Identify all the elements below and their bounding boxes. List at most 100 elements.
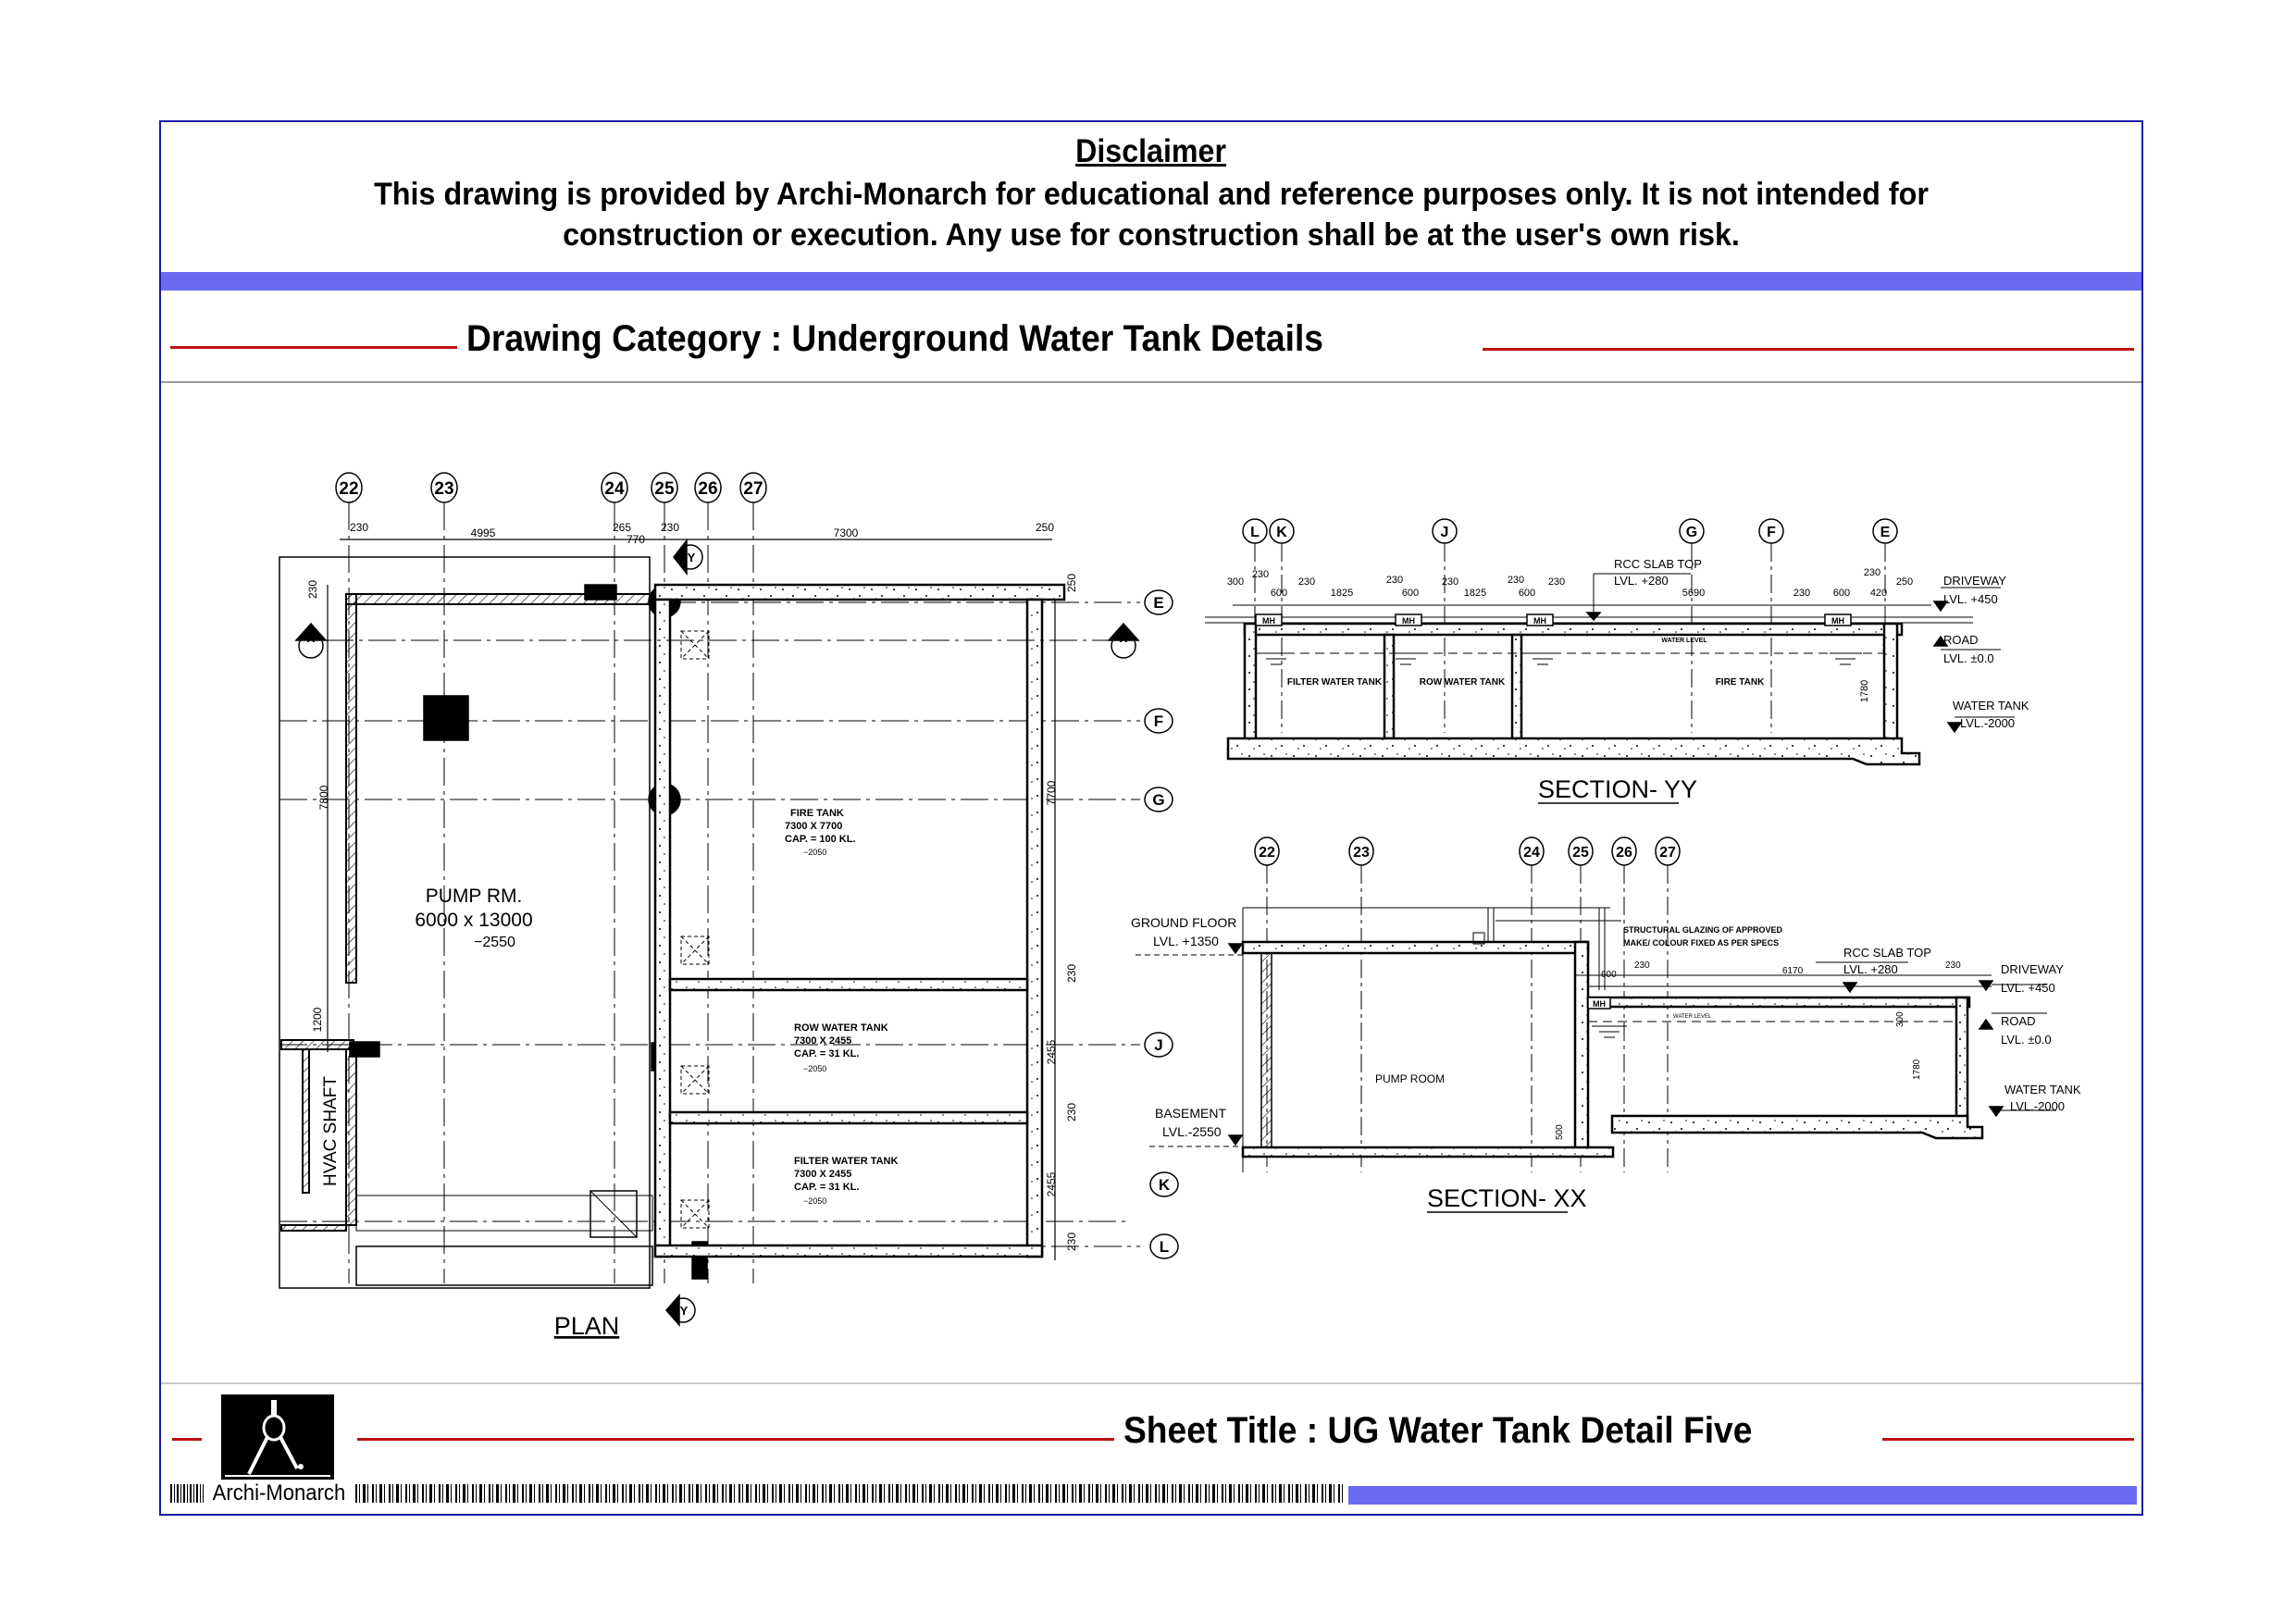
hvac-top-wall <box>280 1039 354 1050</box>
section-yy-dim: 1825 <box>1331 588 1353 599</box>
pump-room-size: 6000 x 13000 <box>415 910 532 931</box>
plan-grid-label: 25 <box>654 479 675 499</box>
road-label: ROAD <box>2001 1014 2036 1028</box>
plan-row-label: K <box>1159 1176 1171 1194</box>
plan-dim: 7700 <box>1045 780 1058 805</box>
column <box>584 584 617 601</box>
section-marker-y-bottom <box>665 1294 696 1327</box>
grid-bubble-L <box>1149 1233 1179 1259</box>
section-xx-grid-label: 26 <box>1616 845 1632 861</box>
disclaimer-text: This drawing is provided by Archi-Monarc… <box>374 177 1929 253</box>
section-yy-dim: 250 <box>1896 576 1913 588</box>
basement-label: BASEMENT <box>1155 1106 1226 1121</box>
grid-bubble-E <box>1144 589 1173 615</box>
grid-bubble-J <box>1144 1032 1173 1058</box>
section-xx-grid-label: 25 <box>1572 845 1589 861</box>
footer-rule-mid <box>357 1438 1114 1441</box>
section-yy-tank-label: FILTER WATER TANK <box>1287 677 1383 688</box>
section-xx-dim: 230 <box>1634 960 1650 971</box>
hvac-right-wall <box>345 1048 357 1226</box>
section-yy-dim: 420 <box>1870 588 1887 599</box>
footer-rule-left <box>172 1438 202 1441</box>
plan-dim: 7300 <box>834 527 859 539</box>
plan-outline <box>279 556 651 1289</box>
filter-tank-name: FILTER WATER TANK <box>794 1156 898 1167</box>
driveway-label: DRIVEWAY <box>2001 962 2064 976</box>
barcode-strip <box>170 1484 204 1503</box>
header-divider <box>161 381 2141 383</box>
footer-divider <box>161 1382 2141 1384</box>
plan-grid-label: 27 <box>743 479 763 499</box>
drawing-sheet: Disclaimer This drawing is provided by A… <box>159 120 2143 1516</box>
section-xx-tank-base <box>1610 1114 1984 1140</box>
plan-grid-label: 26 <box>698 479 717 499</box>
basement-level: LVL.-2550 <box>1162 1124 1222 1139</box>
driveway-label: DRIVEWAY <box>1943 574 2006 588</box>
plan-dim: 230 <box>1065 1103 1078 1121</box>
column <box>423 695 469 741</box>
water-level-label: WATER LEVEL <box>1661 638 1707 644</box>
plan-dim: 250 <box>1065 574 1078 592</box>
cad-drawing: 22 23 24 25 26 27 <box>279 472 2081 1340</box>
water-symbols <box>1592 1025 1627 1038</box>
tank-divider-wall <box>668 1110 1029 1125</box>
basement-slab <box>1241 1146 1615 1158</box>
section-yy: L K J G F E 300 230 600 230 1825 230 600… <box>1205 518 2029 804</box>
grid-bubble-24 <box>601 472 628 1283</box>
section-xx-grid-label: 27 <box>1659 845 1676 861</box>
plan-row-label: L <box>1160 1238 1169 1256</box>
category-rule-left <box>170 346 457 349</box>
section-yy-dim: 1780 <box>1859 680 1870 702</box>
grid-bubble-F <box>1144 708 1173 734</box>
plan-grid-label: 22 <box>339 479 358 499</box>
section-yy-grid-label: L <box>1250 525 1260 540</box>
section-yy-tank-label: ROW WATER TANK <box>1420 677 1506 688</box>
water-level-label: WATER LEVEL <box>1673 1014 1712 1020</box>
section-xx-dim: 230 <box>1945 960 1961 971</box>
plan-grid-rows <box>279 589 1179 1259</box>
filter-tank-size: 7300 X 2455 <box>794 1169 851 1180</box>
road-level: LVL. ±0.0 <box>1943 651 1994 665</box>
section-marker-x-left <box>294 622 328 659</box>
plan-dim: 265 <box>613 521 631 534</box>
section-marker-x-right <box>1107 622 1140 659</box>
road-level: LVL. ±0.0 <box>2001 1033 2052 1047</box>
plan-dim: 2455 <box>1045 1039 1058 1064</box>
barcode-strip <box>355 1484 1346 1503</box>
manhole-label: MH <box>1593 999 1606 1009</box>
plan-dim: 4995 <box>471 527 496 539</box>
section-xx-title: SECTION- XX <box>1427 1184 1587 1212</box>
section-xx-tank-wall <box>1955 996 1969 1129</box>
section-yy-dim: 230 <box>1386 575 1403 586</box>
manholes <box>680 630 710 1229</box>
manhole-label: MH <box>1402 616 1415 626</box>
section-yy-dim: 230 <box>1298 576 1315 588</box>
section-xx-grid-label: 24 <box>1523 845 1540 861</box>
plan-row-label: J <box>1154 1036 1162 1054</box>
duct-run <box>355 1195 653 1232</box>
hvac-inner-wall <box>302 1048 310 1194</box>
manhole-label: MH <box>1831 616 1844 626</box>
stair-treads <box>355 1245 653 1286</box>
section-yy-wall <box>1383 633 1396 740</box>
disclaimer-title: Disclaimer <box>1075 133 1227 169</box>
grid-bubble-G <box>1144 787 1173 812</box>
section-yy-wall <box>1243 622 1258 755</box>
pump-room-left-wall <box>345 593 357 984</box>
section-yy-level-callouts <box>1585 573 2015 734</box>
grid-bubble-27 <box>739 472 767 1283</box>
section-xx-dim: 1780 <box>1912 1059 1922 1080</box>
pump-room-section-label: PUMP ROOM <box>1375 1072 1445 1085</box>
ground-floor-slab <box>1241 940 1590 955</box>
manhole-label: MH <box>1533 616 1546 626</box>
sheet-title: Sheet Title : UG Water Tank Detail Five <box>1123 1410 1753 1451</box>
hvac-bottom-wall <box>280 1224 347 1232</box>
plan-dim: 1200 <box>311 1007 324 1032</box>
plan-row-label: F <box>1154 712 1163 730</box>
section-yy-title: SECTION- YY <box>1538 775 1697 803</box>
section-marker-label: Y <box>680 1304 689 1318</box>
plan-dim: 250 <box>1036 521 1054 534</box>
category-rule-right <box>1483 348 2134 351</box>
section-marker-label: X <box>1120 631 1128 645</box>
plan-dim: 230 <box>661 521 679 534</box>
